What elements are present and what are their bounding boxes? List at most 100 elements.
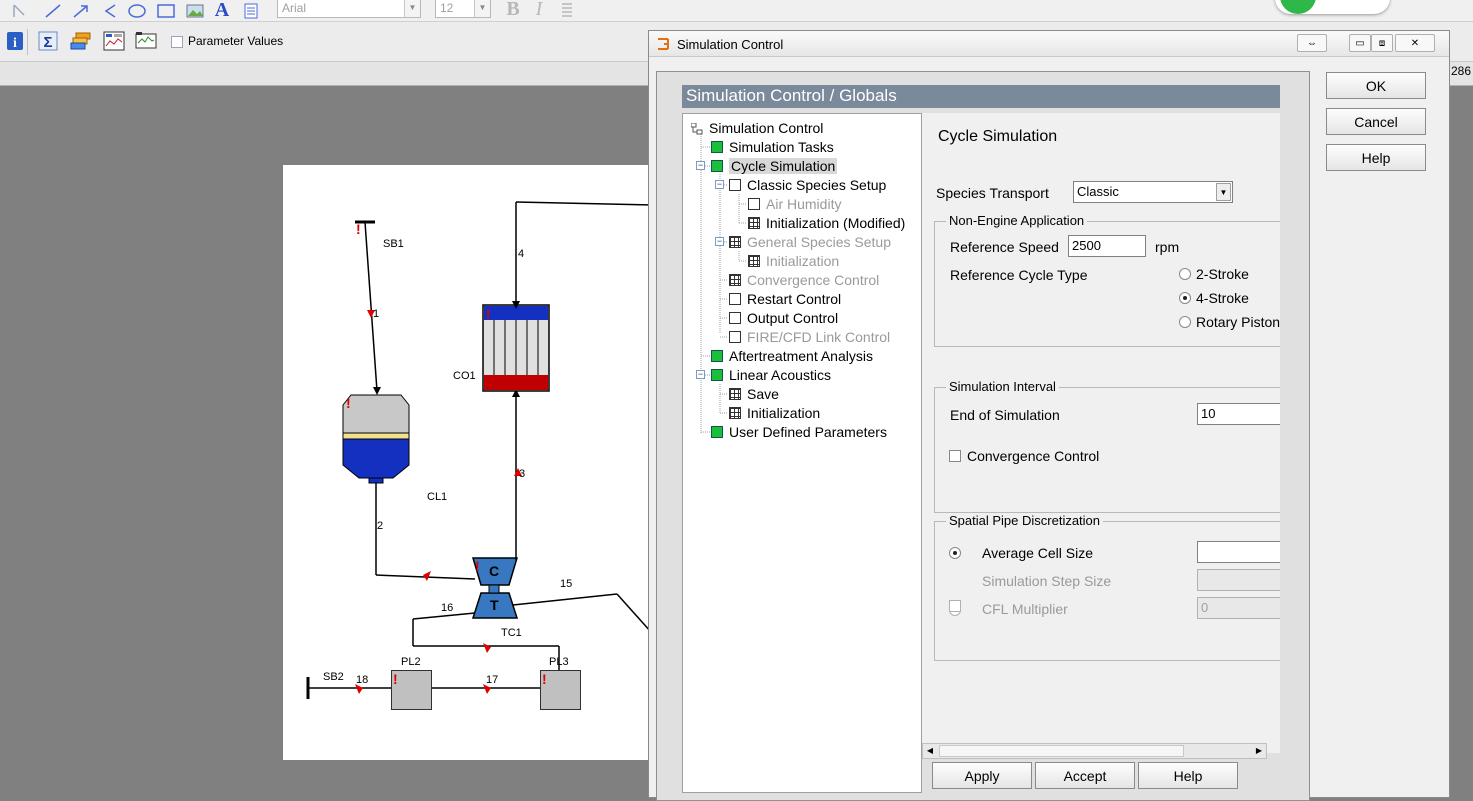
tree-item-label: Cycle Simulation <box>729 158 838 174</box>
parameter-values-checkbox[interactable] <box>171 36 183 48</box>
ok-button[interactable]: OK <box>1326 72 1426 99</box>
minimize-button[interactable]: ▭ <box>1349 34 1371 52</box>
convergence-control-checkbox[interactable] <box>949 450 961 462</box>
document-icon <box>729 331 741 343</box>
collapse-icon[interactable]: − <box>715 236 724 246</box>
scrollbar-thumb[interactable] <box>939 745 1184 757</box>
tree-item-user-defined-parameters[interactable]: User Defined Parameters <box>711 423 887 441</box>
warning-icon: ! <box>393 671 398 687</box>
warning-icon: ! <box>486 306 491 322</box>
polyline-tool-icon[interactable] <box>100 1 122 21</box>
cfl-multiplier-input[interactable]: 0 <box>1197 597 1280 619</box>
tree-item-classic-species-setup[interactable]: Classic Species Setup <box>729 176 886 194</box>
radio-4-stroke[interactable] <box>1179 292 1191 304</box>
sum-icon[interactable]: Σ <box>37 31 59 51</box>
bold-icon[interactable]: B <box>506 0 520 20</box>
species-transport-select[interactable]: Classic ▼ <box>1073 181 1233 203</box>
cfl-multiplier-label: CFL Multiplier <box>982 601 1068 617</box>
accept-button[interactable]: Accept <box>1035 762 1135 789</box>
tree-item-output-control[interactable]: Output Control <box>729 309 838 327</box>
plenum-pl3[interactable] <box>540 670 581 710</box>
tree-item-label: Simulation Control <box>709 120 824 136</box>
rectangle-tool-icon[interactable] <box>155 1 177 21</box>
tree-item-general-species-setup[interactable]: General Species Setup <box>729 233 891 251</box>
monitor-icon[interactable] <box>135 31 157 51</box>
maximize-button[interactable]: ⧈ <box>1371 34 1393 52</box>
tree-item-cycle-simulation[interactable]: Cycle Simulation <box>711 157 838 175</box>
radio-average-cell-size[interactable] <box>949 547 961 559</box>
font-name-select[interactable]: Arial ▼ <box>277 0 421 18</box>
reference-speed-input[interactable]: 2500 <box>1068 235 1146 257</box>
plenum-pl2[interactable] <box>391 670 432 710</box>
tree-item-air-humidity[interactable]: Air Humidity <box>748 195 841 213</box>
tree-item-label: Initialization <box>747 405 821 421</box>
ellipse-tool-icon[interactable] <box>126 1 148 21</box>
simulation-interval-group <box>934 387 1280 513</box>
warning-icon: ! <box>475 558 480 574</box>
close-button[interactable]: ✕ <box>1395 34 1435 52</box>
tree-item-save[interactable]: Save <box>729 385 779 403</box>
notification-bubble <box>1275 0 1390 14</box>
resize-toggle-button[interactable]: ⇔ <box>1297 34 1327 52</box>
tree-item-simulation-tasks[interactable]: Simulation Tasks <box>711 138 834 156</box>
italic-icon[interactable]: I <box>535 0 543 20</box>
reference-cycle-label: Reference Cycle Type <box>950 267 1088 283</box>
cfl-multiplier-checkbox[interactable] <box>949 600 961 612</box>
hierarchy-icon <box>690 122 703 135</box>
help-button[interactable]: Help <box>1326 144 1426 171</box>
collapse-icon[interactable]: − <box>715 179 724 189</box>
non-engine-group <box>934 221 1280 347</box>
tree-item-label: User Defined Parameters <box>729 424 887 440</box>
tree-item-restart-control[interactable]: Restart Control <box>729 290 841 308</box>
spatial-pipe-group-label: Spatial Pipe Discretization <box>946 513 1104 528</box>
species-transport-label: Species Transport <box>936 185 1049 201</box>
model-canvas[interactable]: ! ! ! ! ! ! SB1 1 CL1 2 4 CO1 3 C T 15 1… <box>283 165 655 760</box>
average-cell-size-label: Average Cell Size <box>982 545 1094 561</box>
info-icon[interactable]: i <box>4 31 26 51</box>
tree-item-linear-acoustics[interactable]: Linear Acoustics <box>711 366 831 384</box>
scroll-left-icon[interactable]: ◀ <box>926 746 934 755</box>
tree-item-aftertreatment-analysis[interactable]: Aftertreatment Analysis <box>711 347 873 365</box>
settings-tree[interactable]: − − − − Simulation Control Simulation Ta… <box>682 113 922 793</box>
dialog-titlebar[interactable]: Simulation Control ⇔ ▭ ⧈ ✕ <box>649 31 1449 57</box>
cancel-button[interactable]: Cancel <box>1326 108 1426 135</box>
stack-icon[interactable] <box>70 31 92 51</box>
arrow-tool-icon[interactable] <box>70 1 92 21</box>
apply-button[interactable]: Apply <box>932 762 1032 789</box>
scroll-right-icon[interactable]: ▶ <box>1255 746 1263 755</box>
font-size-select[interactable]: 12 ▼ <box>435 0 491 18</box>
font-name-value: Arial <box>282 1 307 15</box>
select-arrow-icon[interactable] <box>8 1 30 21</box>
convergence-control-label: Convergence Control <box>967 448 1100 464</box>
text-tool-icon[interactable]: A <box>214 0 230 21</box>
note-tool-icon[interactable] <box>240 1 262 21</box>
tree-item-convergence-control[interactable]: Convergence Control <box>729 271 879 289</box>
tree-item-initialization-acoustics[interactable]: Initialization <box>729 404 820 422</box>
warning-icon: ! <box>346 395 351 411</box>
green-badge-icon <box>1280 0 1316 14</box>
help-bottom-button[interactable]: Help <box>1138 762 1238 789</box>
end-of-simulation-input[interactable]: 10 <box>1197 403 1280 425</box>
tree-item-fire-cfd-link-control[interactable]: FIRE/CFD Link Control <box>729 328 890 346</box>
tree-item-label: FIRE/CFD Link Control <box>747 329 891 345</box>
tree-item-initialization-modified[interactable]: Initialization (Modified) <box>748 214 905 232</box>
collapse-icon[interactable]: − <box>696 369 705 379</box>
radio-2-stroke[interactable] <box>1179 268 1191 280</box>
parameter-values-label: Parameter Values <box>188 34 284 48</box>
warning-icon: ! <box>542 671 547 687</box>
collapse-icon[interactable]: − <box>696 160 705 170</box>
grid-icon <box>729 407 741 419</box>
radio-rotary-piston[interactable] <box>1179 316 1191 328</box>
align-icon[interactable] <box>556 0 578 20</box>
average-cell-size-input[interactable] <box>1197 541 1280 563</box>
simulation-step-size-input[interactable] <box>1197 569 1280 591</box>
image-tool-icon[interactable] <box>184 1 206 21</box>
warning-icon: ! <box>356 221 361 237</box>
chart-icon[interactable] <box>103 31 125 51</box>
line-tool-icon[interactable] <box>42 1 64 21</box>
green-table-icon <box>711 350 723 362</box>
horizontal-scrollbar[interactable]: ◀ ▶ <box>922 743 1267 759</box>
tree-item-label: Classic Species Setup <box>747 177 887 193</box>
tree-item-simulation-control[interactable]: Simulation Control <box>690 119 824 137</box>
tree-item-initialization-general[interactable]: Initialization <box>748 252 839 270</box>
